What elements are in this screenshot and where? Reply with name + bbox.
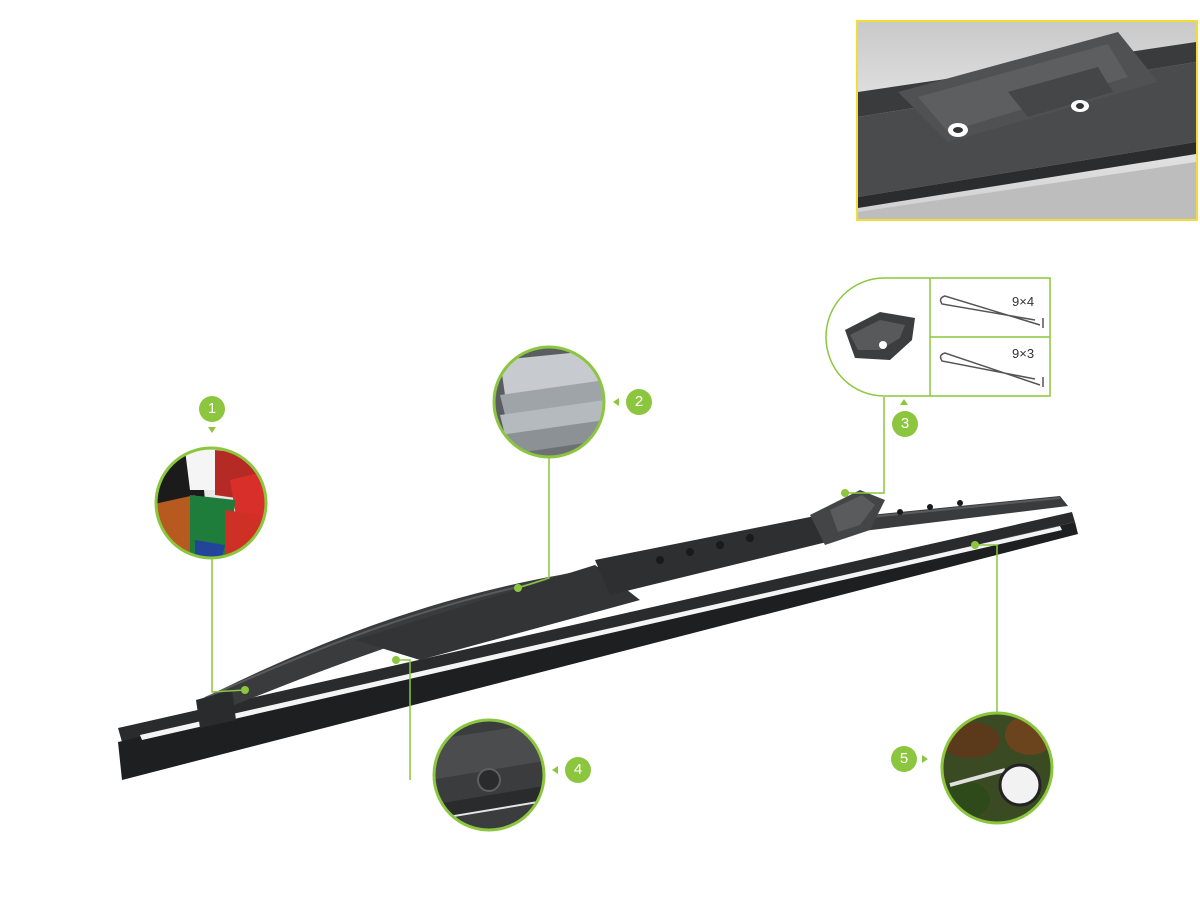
callout-badge-3: 3 [892, 411, 918, 437]
hook-9x4-icon [939, 295, 1044, 328]
adapter-icon [845, 312, 915, 360]
rubber-material-photo [154, 446, 268, 560]
callout-dots [241, 489, 979, 694]
callout-arrow-4 [552, 766, 558, 774]
callout-badge-4: 4 [565, 757, 591, 783]
wiper-blade [118, 490, 1078, 780]
callout-arrow-1 [208, 427, 216, 433]
steel-material-photo [492, 345, 606, 459]
durability-test-photo [940, 711, 1054, 825]
hook-size-9x3-label: 9×3 [1012, 346, 1035, 361]
callout-arrow-2 [613, 398, 619, 406]
adapter-panel-frame [825, 277, 1051, 397]
rivet-detail-photo [432, 718, 546, 832]
callout-badge-5: 5 [891, 746, 917, 772]
connector-closeup-image [858, 32, 1196, 219]
callout-arrow-5 [922, 755, 928, 763]
callout-badge-2: 2 [626, 389, 652, 415]
callout-arrow-3 [900, 399, 908, 405]
hook-size-9x4-label: 9×4 [1012, 294, 1035, 309]
callout-lines [211, 397, 998, 780]
connector-closeup-inset [856, 20, 1198, 221]
callout-badge-1: 1 [199, 396, 225, 422]
hook-9x3-icon [939, 352, 1044, 387]
